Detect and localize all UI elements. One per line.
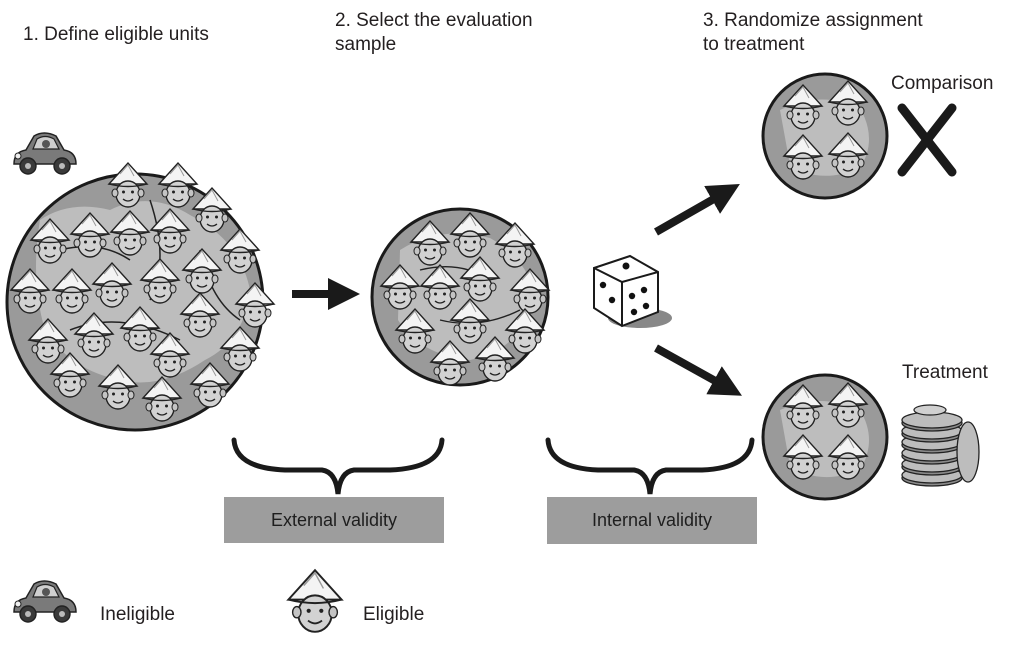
- population-globe: [5, 162, 275, 432]
- step-1-label: 1. Define eligible units: [23, 24, 209, 45]
- legend-face-icon: [287, 569, 343, 633]
- arrow-to-treatment-icon: [654, 344, 742, 396]
- x-mark-icon: [897, 103, 957, 177]
- comparison-globe: [761, 72, 889, 200]
- arrow-to-comparison-icon: [654, 184, 740, 236]
- internal-validity-brace: [545, 437, 755, 495]
- treatment-globe: [761, 373, 889, 501]
- legend-ineligible-label: Ineligible: [100, 604, 175, 625]
- external-validity-box: External validity: [224, 497, 444, 543]
- step-2-label: 2. Select the evaluation sample: [335, 10, 533, 55]
- dice-icon: [593, 254, 672, 328]
- ineligible-car-icon: [13, 132, 77, 175]
- coin-stack-icon: [901, 404, 980, 487]
- internal-validity-box: Internal validity: [547, 497, 757, 544]
- treatment-label: Treatment: [902, 362, 988, 383]
- legend-car-icon: [13, 580, 77, 623]
- sample-globe: [370, 207, 550, 387]
- comparison-label: Comparison: [891, 73, 994, 94]
- legend-eligible-label: Eligible: [363, 604, 425, 625]
- step-3-label: 3. Randomize assignment to treatment: [703, 10, 923, 55]
- external-validity-brace: [231, 437, 445, 495]
